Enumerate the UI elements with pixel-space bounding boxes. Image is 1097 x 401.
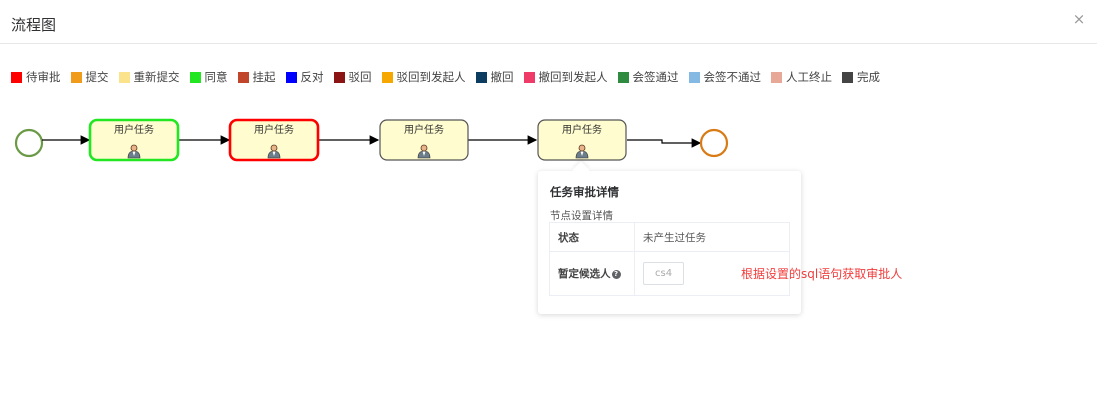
user-task[interactable]: 用户任务 (537, 119, 627, 161)
legend-item: 待审批 (11, 69, 61, 85)
status-key: 状态 (549, 222, 635, 252)
candidate-tag: cs4 (643, 262, 685, 285)
legend-item: 驳回到发起人 (381, 69, 466, 85)
legend-swatch (237, 71, 249, 83)
legend-label: 重新提交 (133, 70, 180, 84)
legend-item: 提交 (70, 69, 109, 85)
user-task[interactable]: 用户任务 (379, 119, 469, 161)
help-icon[interactable]: ? (611, 269, 621, 279)
legend-item: 挂起 (237, 69, 276, 85)
legend-swatch (70, 71, 82, 83)
legend-swatch (523, 71, 535, 83)
user-icon (127, 144, 141, 159)
task-detail-popover: 任务审批详情 节点设置详情 状态 未产生过任务 暂定候选人? cs4 (538, 171, 801, 314)
legend-label: 撤回到发起人 (538, 70, 608, 84)
task-box[interactable] (537, 119, 627, 161)
status-legend: 待审批 提交 重新提交 同意 挂起 反对 驳回 驳回到发起人 撤回 撤回到发起人 会签通过 会签不通过… (11, 69, 890, 85)
user-icon (417, 144, 431, 159)
status-value: 未产生过任务 (634, 222, 790, 252)
legend-item: 会签通过 (617, 69, 679, 85)
legend-label: 驳回到发起人 (396, 70, 466, 84)
legend-label: 同意 (204, 70, 228, 84)
legend-swatch (771, 71, 782, 83)
candidate-key-label: 暂定候选人 (558, 268, 611, 280)
user-task[interactable]: 用户任务 (228, 118, 320, 162)
legend-label: 提交 (85, 70, 109, 84)
legend-item: 驳回 (333, 69, 372, 85)
sequence-flow (627, 138, 702, 148)
legend-item: 完成 (842, 69, 880, 85)
legend-swatch (118, 71, 130, 83)
legend-item: 反对 (285, 69, 324, 85)
legend-swatch (475, 71, 487, 83)
legend-swatch (285, 71, 297, 83)
legend-item: 撤回到发起人 (523, 69, 608, 85)
legend-label: 完成 (857, 70, 880, 84)
start-event[interactable] (14, 128, 44, 158)
task-label: 用户任务 (254, 123, 294, 136)
legend-item: 重新提交 (118, 69, 180, 85)
detail-subtitle: 节点设置详情 (550, 210, 613, 222)
detail-title: 任务审批详情 (550, 185, 619, 199)
legend-label: 会签通过 (632, 70, 679, 84)
user-task[interactable]: 用户任务 (88, 118, 180, 162)
legend-label: 待审批 (26, 70, 61, 84)
annotation-note: 根据设置的sql语句获取审批人 (741, 267, 903, 281)
table-row: 状态 未产生过任务 (549, 222, 790, 252)
legend-swatch (842, 71, 853, 83)
candidate-value-cell: cs4 (634, 251, 790, 296)
legend-swatch (381, 71, 393, 83)
legend-swatch (333, 71, 345, 83)
legend-label: 人工终止 (786, 70, 832, 84)
task-box[interactable] (379, 119, 469, 161)
end-event[interactable] (699, 128, 729, 158)
legend-swatch (688, 71, 700, 83)
legend-label: 驳回 (348, 70, 372, 84)
task-label: 用户任务 (114, 123, 154, 136)
legend-item: 会签不通过 (688, 69, 762, 85)
task-box[interactable] (88, 118, 180, 162)
legend-label: 会签不通过 (703, 70, 762, 84)
task-label: 用户任务 (562, 123, 602, 136)
legend-label: 撤回 (490, 70, 514, 84)
table-row: 暂定候选人? cs4 (549, 251, 790, 296)
close-icon[interactable]: × (1072, 10, 1086, 28)
dialog-header: 流程图 × (0, 0, 1097, 44)
legend-swatch (189, 71, 201, 83)
flow-diagram: 用户任务 用户任务 用户任务 用户任务 (14, 118, 729, 162)
node-settings-table: 状态 未产生过任务 暂定候选人? cs4 (549, 222, 790, 296)
task-box[interactable] (228, 118, 320, 162)
legend-item: 人工终止 (771, 69, 832, 85)
user-icon (267, 144, 281, 159)
legend-label: 挂起 (252, 70, 276, 84)
dialog-title: 流程图 (11, 16, 57, 34)
task-label: 用户任务 (404, 123, 444, 136)
candidate-key: 暂定候选人? (549, 251, 635, 296)
legend-swatch (11, 71, 22, 83)
user-icon (575, 144, 589, 159)
legend-item: 撤回 (475, 69, 514, 85)
legend-label: 反对 (300, 70, 324, 84)
legend-swatch (617, 71, 629, 83)
legend-item: 同意 (189, 69, 228, 85)
